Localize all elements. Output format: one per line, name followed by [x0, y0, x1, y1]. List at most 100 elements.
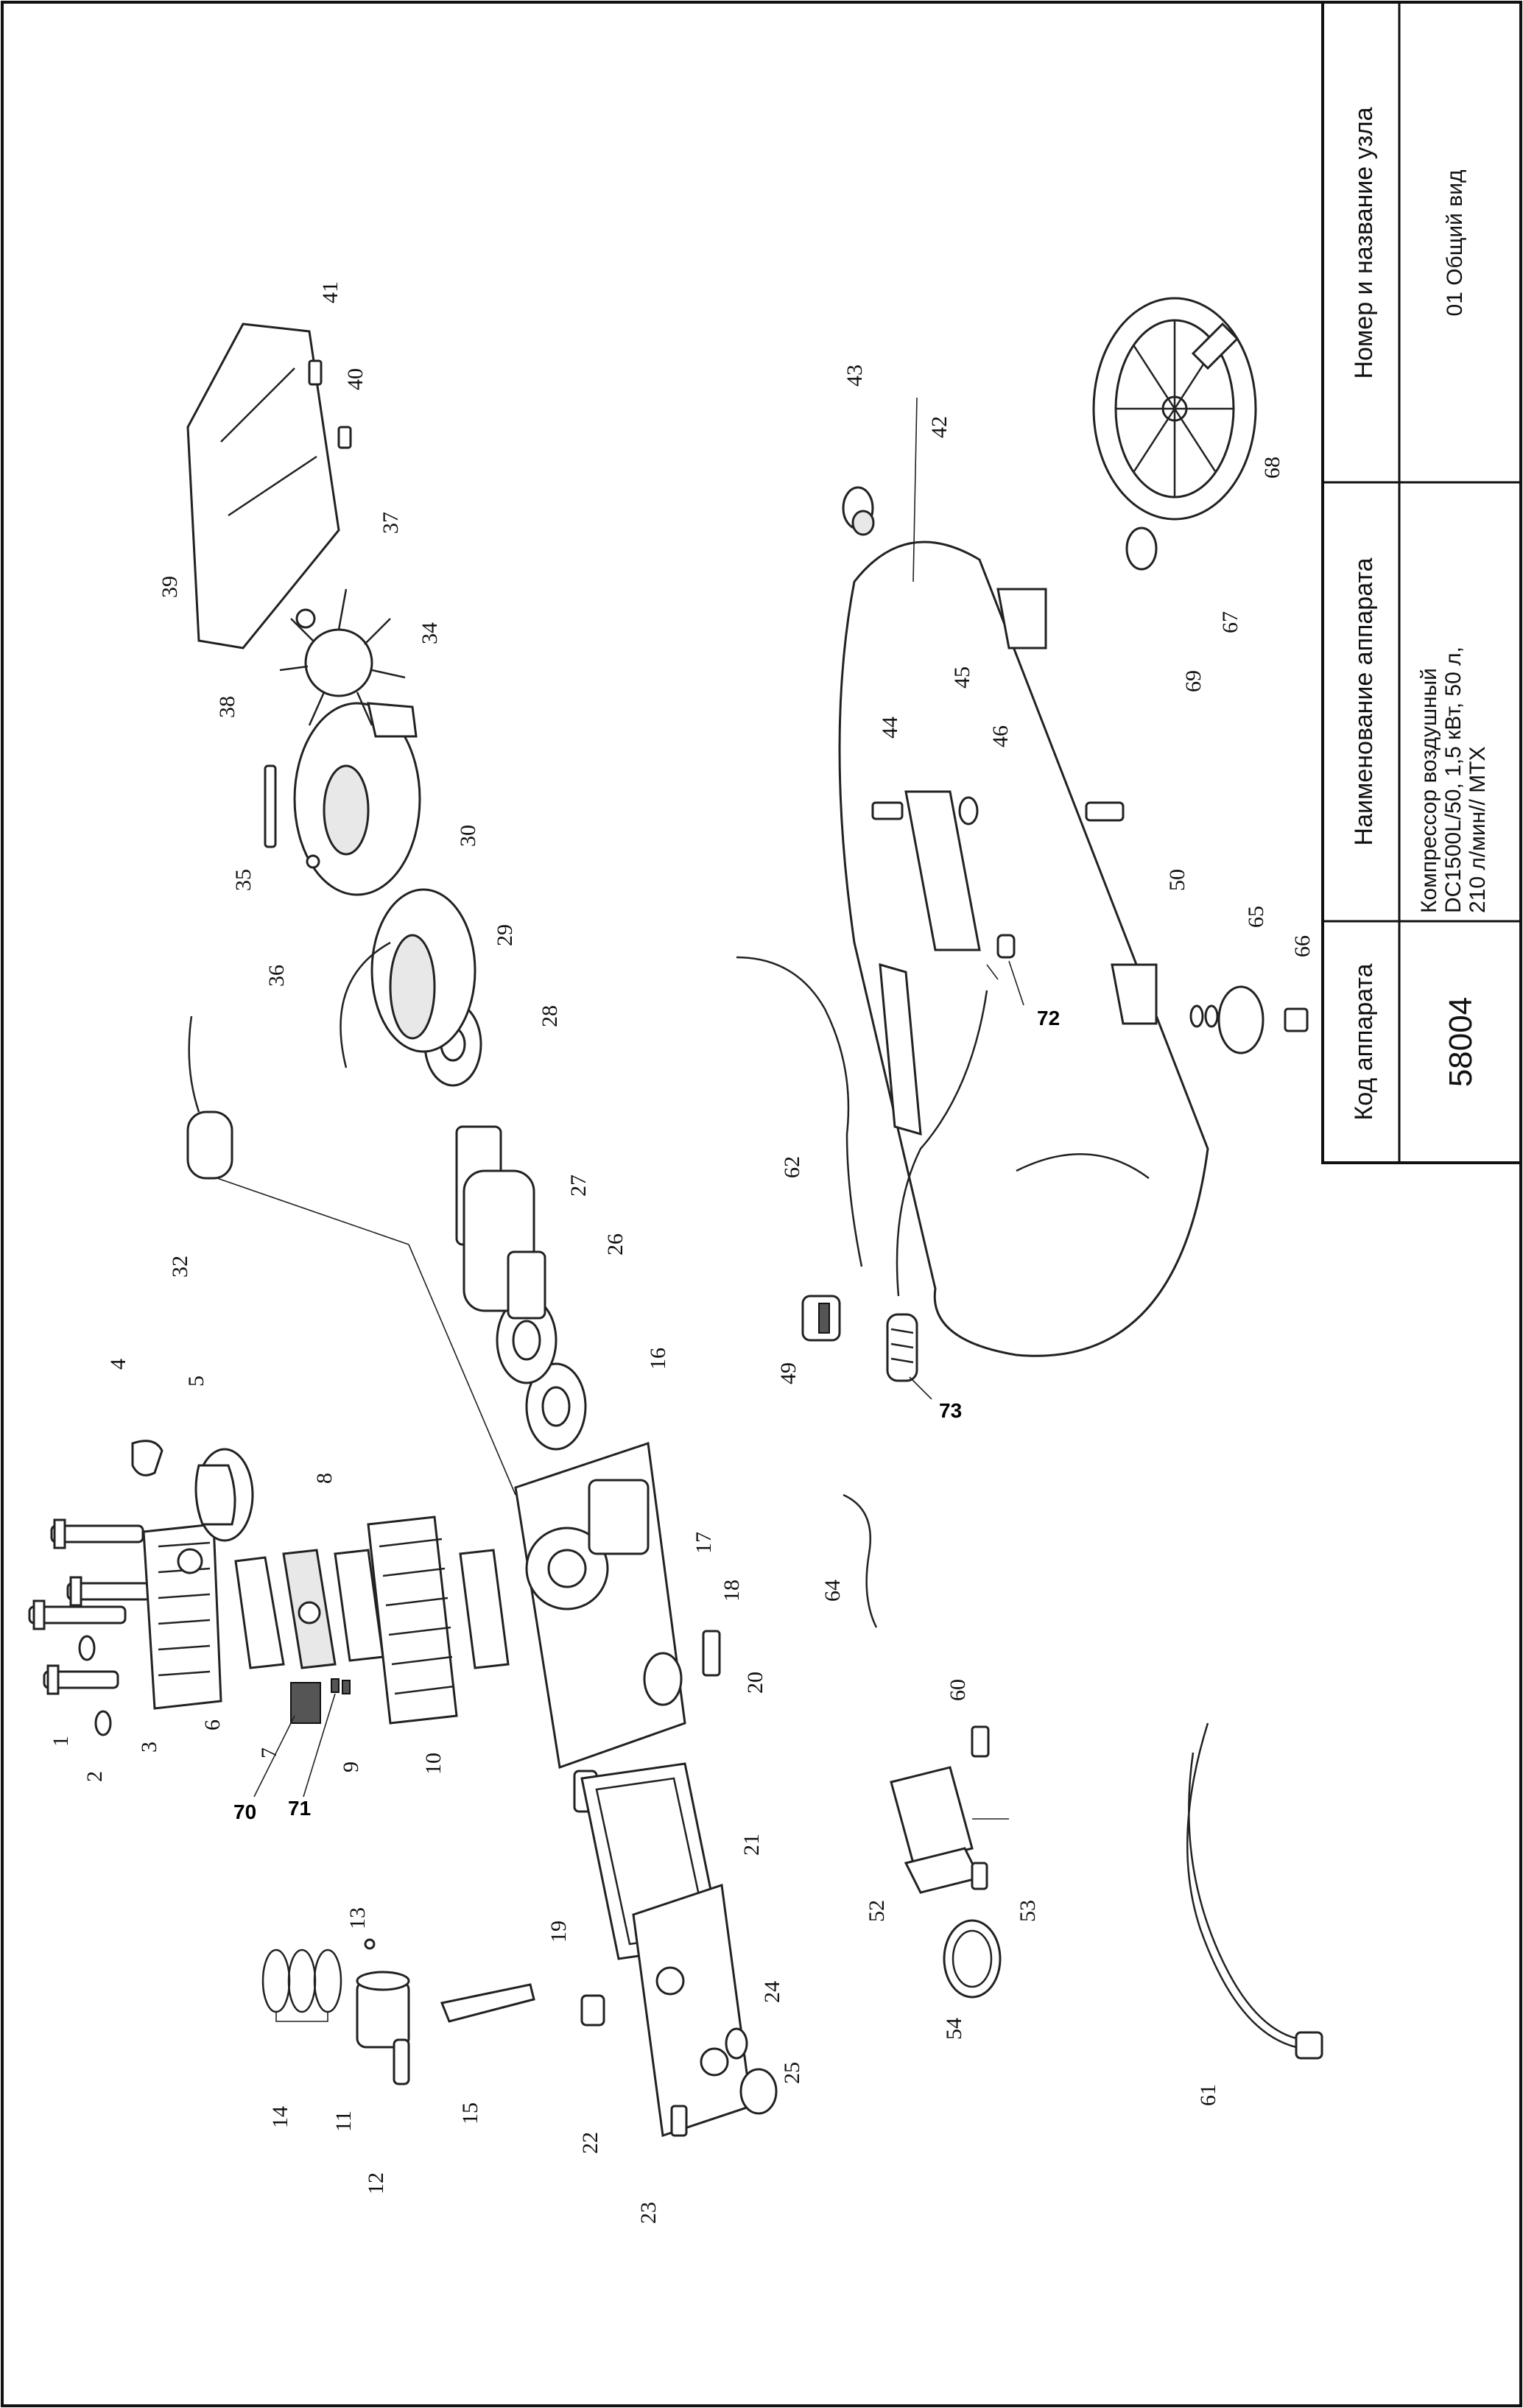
callout-1: 1: [49, 1736, 73, 1747]
callout-66: 66: [1290, 935, 1315, 957]
title-block: Номер и название узла 01 Общий вид Наиме…: [1321, 1, 1522, 1164]
callout-labels: 1 2 3 4 5 6 7 8 9 10 11 12 13 14 15 16 1…: [49, 281, 1315, 2224]
callout-68: 68: [1260, 457, 1284, 479]
callout-44: 44: [878, 717, 902, 739]
part-40-screw: [337, 426, 352, 449]
callout-62: 62: [780, 1156, 804, 1178]
callout-41: 41: [318, 281, 342, 303]
callout-12: 12: [364, 2172, 388, 2194]
callout-35: 35: [231, 869, 256, 891]
part-4-elbow: [131, 1440, 163, 1476]
part-5-air-filter: [194, 1448, 254, 1542]
part-69-nut: [1125, 527, 1158, 571]
part-10-gasket: [459, 1549, 510, 1669]
part-12-pin: [393, 2038, 410, 2085]
part-65-washer-2: [1204, 1004, 1219, 1028]
callout-19: 19: [546, 1921, 571, 1943]
part-38-clip: [295, 608, 316, 629]
part-65-foot-bracket: [1111, 963, 1158, 1025]
title-block-code-value: 58004: [1443, 997, 1479, 1087]
callout-46: 46: [988, 725, 1013, 747]
part-3-cylinder-head: [142, 1523, 222, 1710]
part-15-connecting-rod: [440, 1983, 535, 2023]
callout-8: 8: [312, 1473, 337, 1484]
callout-49: 49: [776, 1362, 801, 1384]
callout-11: 11: [331, 2110, 356, 2132]
callout-28: 28: [538, 1005, 562, 1027]
part-17: [643, 1652, 683, 1706]
callout-72: 72: [1037, 1007, 1060, 1029]
pump-assembly: [28, 323, 778, 2137]
part-16-crankcase: [514, 1442, 686, 1770]
part-70-reed: [290, 1682, 321, 1724]
callout-13: 13: [345, 1907, 370, 1929]
callout-26: 26: [603, 1233, 627, 1256]
part-32-capacitor: [186, 1015, 233, 1180]
callout-24: 24: [760, 1981, 784, 2003]
part-72: [996, 934, 1016, 959]
callout-54: 54: [942, 2018, 966, 2040]
part-36-nut: [306, 854, 320, 869]
part-62-handle: [736, 956, 863, 1267]
callout-36: 36: [264, 965, 289, 987]
part-54-pressure-gauge: [943, 1919, 1002, 1999]
callout-38: 38: [215, 696, 239, 718]
part-41-screw: [308, 359, 323, 386]
part-26-bearing: [525, 1362, 587, 1451]
callout-32: 32: [168, 1256, 192, 1278]
callout-10: 10: [421, 1753, 446, 1775]
title-block-name-line-3: 210 л/мин// MTX: [1466, 746, 1490, 913]
callout-14: 14: [268, 2106, 292, 2128]
part-21-cover: [632, 1884, 753, 2137]
callout-45: 45: [950, 666, 974, 689]
callout-43: 43: [843, 365, 867, 387]
title-block-node-value: 01 Общий вид: [1443, 170, 1467, 317]
part-11-piston: [356, 1971, 410, 2049]
part-68-axle-bolt: [1191, 322, 1239, 370]
leader-lines: [253, 397, 1024, 1798]
callout-27: 27: [566, 1175, 591, 1197]
part-43-drain-plug: [842, 486, 875, 536]
callout-23: 23: [636, 2202, 661, 2224]
callout-70: 70: [233, 1800, 256, 1823]
part-2-washers: [78, 1635, 112, 1736]
part-73: [886, 1313, 918, 1382]
callout-37: 37: [379, 512, 403, 534]
tank-assembly: [736, 297, 1323, 2060]
title-block-node-header: Номер и название узла: [1350, 107, 1378, 379]
title-block-name-line-2: DC1500L/50, 1,5 кВт, 50 л,: [1441, 647, 1466, 913]
tank-outlet-pipe: [896, 990, 988, 1297]
part-24-ring: [725, 2027, 748, 2060]
callout-71: 71: [288, 1797, 311, 1820]
part-50-check-valve: [1085, 801, 1125, 822]
part-37-fan: [279, 588, 406, 726]
callout-53: 53: [1016, 1900, 1040, 1922]
callout-64: 64: [820, 1580, 845, 1602]
callout-21: 21: [739, 1834, 764, 1856]
callout-29: 29: [493, 924, 517, 946]
part-49-safety-valve: [801, 1295, 841, 1342]
callout-20: 20: [743, 1672, 767, 1694]
callout-73: 73: [939, 1399, 962, 1422]
callout-4: 4: [106, 1359, 130, 1370]
title-block-name-header: Наименование аппарата: [1350, 557, 1378, 845]
callout-65: 65: [1244, 906, 1268, 928]
callout-60: 60: [946, 1679, 970, 1701]
callout-22: 22: [578, 2132, 602, 2154]
callout-15: 15: [458, 2102, 482, 2124]
callout-18: 18: [720, 1580, 744, 1602]
tank-pump-plate: [904, 790, 981, 951]
callout-30: 30: [456, 825, 480, 847]
part-65-washer: [1189, 1004, 1204, 1028]
part-34-shroud: [293, 702, 421, 896]
callout-16: 16: [646, 1348, 670, 1370]
title-block-code-header: Код аппарата: [1350, 963, 1378, 1120]
part-69-foot-bracket: [996, 588, 1047, 649]
callout-61: 61: [1196, 2084, 1220, 2106]
part-44-bolt: [871, 801, 904, 820]
part-18-bolt: [702, 1630, 721, 1677]
part-53-fitting: [971, 1862, 988, 1890]
part-25-sight-glass: [739, 2068, 778, 2115]
callout-2: 2: [82, 1771, 107, 1782]
